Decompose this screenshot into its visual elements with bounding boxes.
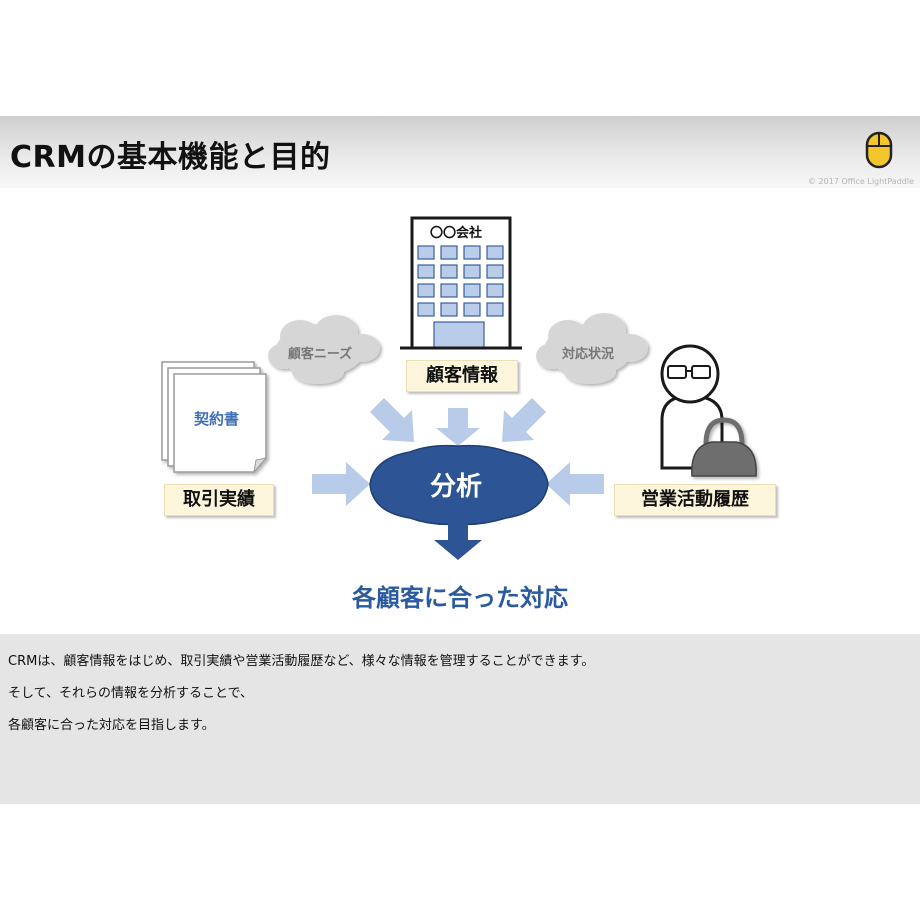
description-panel: CRMは、顧客情報をはじめ、取引実績や営業活動履歴など、様々な情報を管理すること… <box>0 634 920 804</box>
cloud-icon <box>268 315 380 384</box>
result-text: 各顧客に合った対応 <box>352 584 568 612</box>
title-bar <box>0 116 920 188</box>
customer-info-label: 顧客情報 <box>406 360 518 392</box>
cloud-icon <box>536 313 648 384</box>
response-status-label: 対応状況 <box>561 347 614 362</box>
customer-needs-label: 顧客ニーズ <box>287 347 353 362</box>
building-icon <box>400 216 522 350</box>
analysis-blob <box>369 444 549 526</box>
description-line-1: CRMは、顧客情報をはじめ、取引実績や営業活動履歴など、様々な情報を管理すること… <box>8 654 595 669</box>
arrow-icon <box>312 398 604 506</box>
document-stack-icon <box>161 361 268 474</box>
sales-history-label: 営業活動履歴 <box>614 484 776 516</box>
copyright-text: © 2017 Office LightPaddle <box>808 177 914 186</box>
arrow-icon <box>434 522 482 560</box>
crm-diagram <box>161 216 757 560</box>
description-line-3: 各顧客に合った対応を目指します。 <box>8 718 215 733</box>
contract-label: 契約書 <box>194 410 240 428</box>
analysis-label: 分析 <box>430 472 483 502</box>
briefcase-icon <box>691 417 757 477</box>
page-title: CRMの基本機能と目的 <box>10 140 331 175</box>
transaction-record-label: 取引実績 <box>164 484 274 516</box>
company-sign: 〇〇会社 <box>430 226 483 241</box>
description-line-2: そして、それらの情報を分析することで、 <box>8 686 254 701</box>
mouse-logo-icon <box>865 131 893 169</box>
